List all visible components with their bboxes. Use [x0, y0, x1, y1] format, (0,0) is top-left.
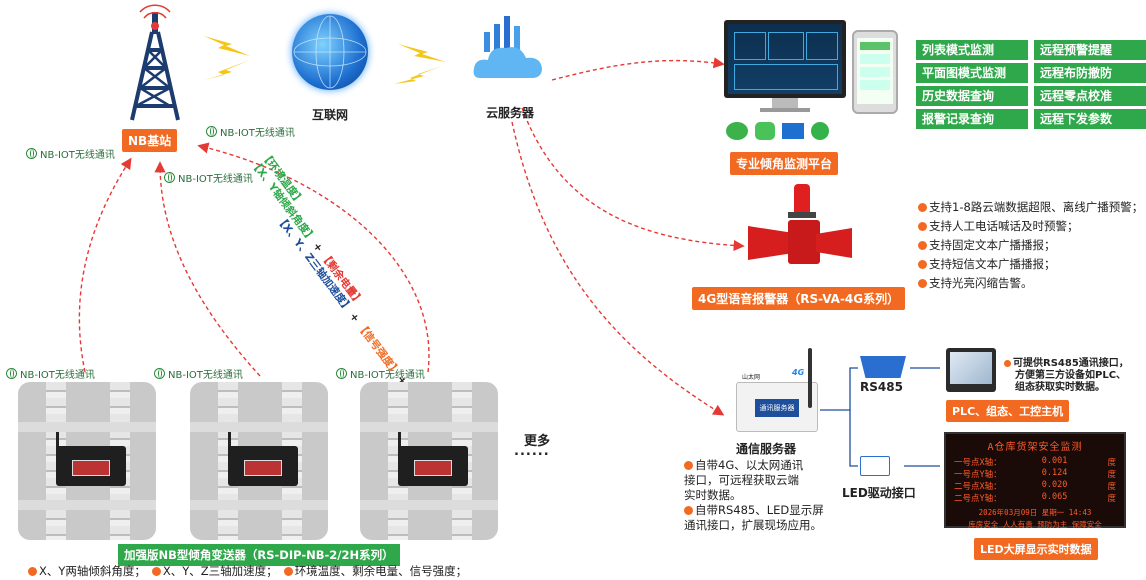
- lightning-icons: [204, 36, 446, 84]
- feature-item: 远程预警提醒: [1034, 40, 1146, 60]
- rs485-label: RS485: [860, 380, 903, 394]
- nb-iot-label: NB-IOT无线通讯: [164, 170, 253, 185]
- transmitter-photo: [190, 382, 328, 540]
- feature-item: 远程布防撤防: [1034, 63, 1146, 83]
- alarm-feature: 支持短信文本广播播报；: [918, 255, 1143, 274]
- led-driver-icon: [860, 456, 890, 476]
- more-dots: ......: [514, 444, 550, 459]
- db9-connector-icon: [860, 356, 906, 378]
- arrow-cloud-to-alarm: [521, 107, 745, 252]
- comm-server-notes: 自带4G、以太网通讯 接口，可远程获取云端 实时数据。 自带RS485、LED显…: [684, 458, 824, 532]
- bullet-dot-icon: [918, 241, 927, 250]
- arrow-cloud-to-comm: [511, 121, 725, 416]
- globe-small-icon: [206, 126, 217, 137]
- rs485-note: 可提供RS485通讯接口， 方便第三方设备如PLC、 组态获取实时数据。: [1004, 358, 1129, 394]
- bullet-dot-icon: [684, 506, 693, 515]
- bullet-dot-icon: [1004, 359, 1011, 367]
- feature-item: 报警记录查询: [916, 109, 1028, 129]
- nb-iot-label: NB-IOT无线通讯: [154, 366, 243, 381]
- comm-server-device: 通讯服务器 山太网 4G: [736, 368, 820, 434]
- globe-small-icon: [336, 368, 347, 379]
- monitor-icon: [724, 20, 846, 112]
- nb-iot-label: NB-IOT无线通讯: [336, 366, 425, 381]
- feature-item: 列表模式监测: [916, 40, 1028, 60]
- comm-server-title: 通信服务器: [736, 442, 797, 456]
- 4g-badge: 4G: [792, 368, 805, 377]
- alarm-feature-list: 支持1-8路云端数据超限、离线广播预警； 支持人工电话喊话及时预警； 支持固定文…: [918, 198, 1143, 293]
- bullet-dot-icon: [918, 222, 927, 231]
- internet-label: 互联网: [312, 108, 349, 122]
- transmitter-photo: [360, 382, 498, 540]
- panel-pc-icon: [946, 348, 996, 392]
- more-label: 更多: [524, 434, 551, 449]
- voice-alarm-icon: [748, 184, 852, 270]
- transmitter-features: X、Y两轴倾斜角度； X、Y、Z三轴加速度； 环境温度、剩余电量、信号强度；: [28, 563, 467, 579]
- led-driver-label: LED驱动接口: [842, 486, 916, 500]
- notification-icons: [726, 122, 829, 140]
- led-date: 2026年03月09日 星期一 14:43: [978, 508, 1092, 517]
- alarm-feature: 支持固定文本广播播报；: [918, 236, 1143, 255]
- bullet-dot-icon: [918, 260, 927, 269]
- led-display-label: LED大屏显示实时数据: [974, 538, 1098, 560]
- message-icon: [755, 122, 775, 140]
- globe-small-icon: [26, 148, 37, 159]
- alarm-feature: 支持1-8路云端数据超限、离线广播预警；: [918, 198, 1143, 217]
- feature-item: 平面图模式监测: [916, 63, 1028, 83]
- phone-icon: [852, 30, 898, 114]
- feature-item: 历史数据查询: [916, 86, 1028, 106]
- nb-iot-label: NB-IOT无线通讯: [206, 124, 295, 139]
- arrow-device2-to-nb: [154, 161, 261, 377]
- phone-call-icon: [811, 122, 829, 140]
- arrow-cloud-to-platform: [551, 57, 725, 81]
- tower-icon: [122, 4, 188, 122]
- alarm-feature: 支持人工电话喊话及时预警；: [918, 217, 1143, 236]
- alarm-label: 4G型语音报警器（RS-VA-4G系列）: [692, 287, 906, 310]
- bullet-dot-icon: [684, 461, 693, 470]
- nb-station-label: NB基站: [122, 129, 178, 152]
- feature-item: 远程零点校准: [1034, 86, 1146, 106]
- plc-host-label: PLC、组态、工控主机: [946, 400, 1070, 422]
- globe-small-icon: [6, 368, 17, 379]
- device-brand: 山太网: [742, 374, 761, 381]
- platform-label: 专业倾角监测平台: [730, 152, 839, 175]
- antenna-icon: [808, 348, 812, 408]
- bullet-dot-icon: [151, 567, 161, 576]
- bullet-dot-icon: [918, 203, 927, 212]
- globe-icon: [292, 14, 368, 90]
- alarm-feature: 支持光亮闪缩告警。: [918, 274, 1143, 293]
- bullet-dot-icon: [918, 279, 927, 288]
- cloud-server-label: 云服务器: [486, 106, 535, 120]
- nb-iot-label: NB-IOT无线通讯: [26, 146, 115, 161]
- device-title: 通讯服务器: [755, 399, 799, 417]
- globe-small-icon: [164, 172, 175, 183]
- transmitter-label: 加强版NB型倾角变送器（RS-DIP-NB-2/2H系列）: [118, 544, 400, 566]
- led-slogan: 库房安全 人人有责 预防为主 保障安全: [968, 520, 1102, 529]
- arrow-device1-to-nb: [78, 157, 132, 373]
- nb-iot-label: NB-IOT无线通讯: [6, 366, 95, 381]
- feature-item: 远程下发参数: [1034, 109, 1146, 129]
- bullet-dot-icon: [28, 567, 37, 576]
- bullet-dot-icon: [283, 567, 293, 576]
- arrow-device3-to-nb: [197, 142, 430, 373]
- cloud-server-icon: [470, 16, 546, 86]
- email-icon: [782, 123, 804, 139]
- wechat-icon: [726, 122, 748, 140]
- transmitter-photo: [18, 382, 156, 540]
- led-title: A仓库货架安全监测: [987, 442, 1083, 453]
- globe-small-icon: [154, 368, 165, 379]
